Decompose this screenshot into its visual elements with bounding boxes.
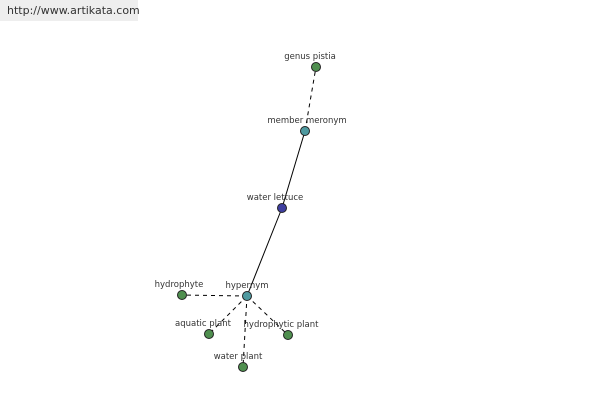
edge-hypernym-to-hydrophytic-plant [246,295,289,336]
node-circle-aquatic-plant[interactable] [204,329,214,339]
node-water-plant[interactable]: water plant [214,352,263,372]
node-circle-member-meronym[interactable] [300,126,310,136]
node-label-genus-pistia: genus pistia [284,52,336,62]
nodes-layer: genus pistia member meronym water lettuce h… [155,52,347,372]
node-hypernym[interactable]: hypernym [225,281,269,301]
edge-member-meronym-to-genus-pistia [304,66,317,132]
node-hydrophyte[interactable]: hydrophyte [155,280,204,300]
node-label-water-lettuce: water lettuce [247,193,303,203]
node-label-member-meronym: member meronym [267,116,346,126]
node-aquatic-plant[interactable]: aquatic plant [175,319,232,339]
url-watermark-bar: http://www.artikata.com [0,0,140,21]
url-watermark-text[interactable]: http://www.artikata.com [7,4,140,17]
edge-hypernym-to-water-plant [242,295,248,368]
node-circle-water-lettuce[interactable] [277,203,287,213]
node-circle-genus-pistia[interactable] [311,62,321,72]
node-label-hydrophytic-plant: hydrophytic plant [244,320,320,330]
node-circle-hydrophyte[interactable] [177,290,187,300]
edge-water-lettuce-to-hypernym [246,207,283,297]
node-label-aquatic-plant: aquatic plant [175,319,232,329]
node-member-meronym[interactable]: member meronym [267,116,347,136]
node-circle-water-plant[interactable] [238,362,248,372]
node-label-water-plant: water plant [214,352,263,362]
node-hydrophytic-plant[interactable]: hydrophytic plant [244,320,320,340]
node-label-hydrophyte: hydrophyte [155,280,204,290]
node-genus-pistia[interactable]: genus pistia [284,52,336,72]
edges-layer [181,66,317,368]
node-circle-hypernym[interactable] [242,291,252,301]
edge-water-lettuce-to-member-meronym [281,130,306,209]
node-label-hypernym: hypernym [225,281,268,291]
edge-hypernym-to-aquatic-plant [208,295,248,335]
node-circle-hydrophytic-plant[interactable] [283,330,293,340]
node-water-lettuce[interactable]: water lettuce [247,193,303,213]
edge-hypernym-to-hydrophyte [181,294,248,297]
